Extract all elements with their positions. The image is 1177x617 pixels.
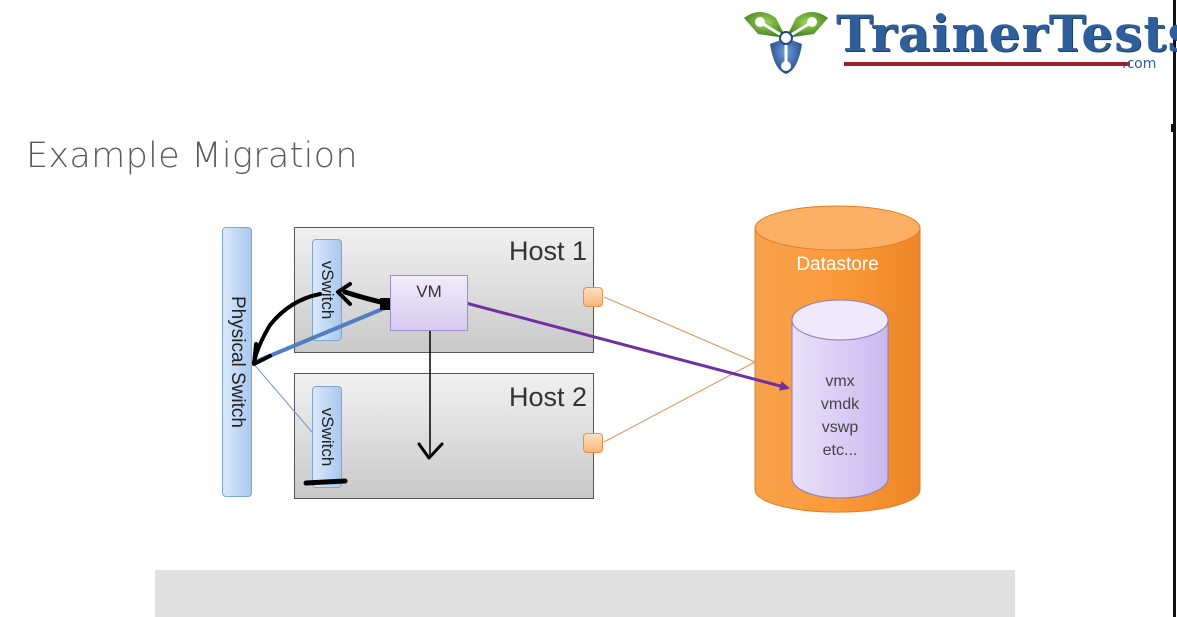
vm-network-link xyxy=(254,303,393,364)
slide-title: Example Migration xyxy=(26,136,358,176)
host-2-vswitch: vSwitch xyxy=(312,386,342,488)
host-2-nic-port xyxy=(583,433,603,453)
logo-wordmark: TrainerTests xyxy=(836,4,1177,63)
file-vswp: vswp xyxy=(821,419,859,436)
file-vmdk: vmdk xyxy=(820,396,860,413)
host-2-label: Host 2 xyxy=(508,382,587,412)
handwritten-annotations xyxy=(252,282,444,486)
vm-files-cylinder xyxy=(791,299,889,499)
host-2: Host 2 xyxy=(294,373,594,499)
datastore-label: Datastore xyxy=(796,254,879,275)
host-1-label: Host 1 xyxy=(508,236,587,266)
host-2-network-link xyxy=(251,361,313,433)
file-vmx: vmx xyxy=(825,373,855,390)
slide-right-tick xyxy=(1171,124,1175,132)
host-1-nic-port xyxy=(583,287,603,307)
file-etc: etc... xyxy=(822,442,858,459)
logo-underline xyxy=(844,62,1130,66)
slide-right-border xyxy=(1173,0,1176,617)
host-2-storage-link xyxy=(603,361,756,443)
vm-label: VM xyxy=(416,282,442,301)
migration-arrow xyxy=(461,300,790,391)
bottom-caption-bar xyxy=(155,570,1015,617)
vm-box: VM xyxy=(390,275,468,331)
physical-switch: Physical Switch xyxy=(222,227,252,497)
host-1-storage-link xyxy=(603,296,756,363)
logo-suffix: .com xyxy=(1122,56,1157,72)
trainertests-logo: TrainerTests .com xyxy=(740,4,1177,76)
vm-files-list: vmx vmdk vswp etc... xyxy=(792,370,888,462)
logo-network-icon xyxy=(744,12,828,74)
